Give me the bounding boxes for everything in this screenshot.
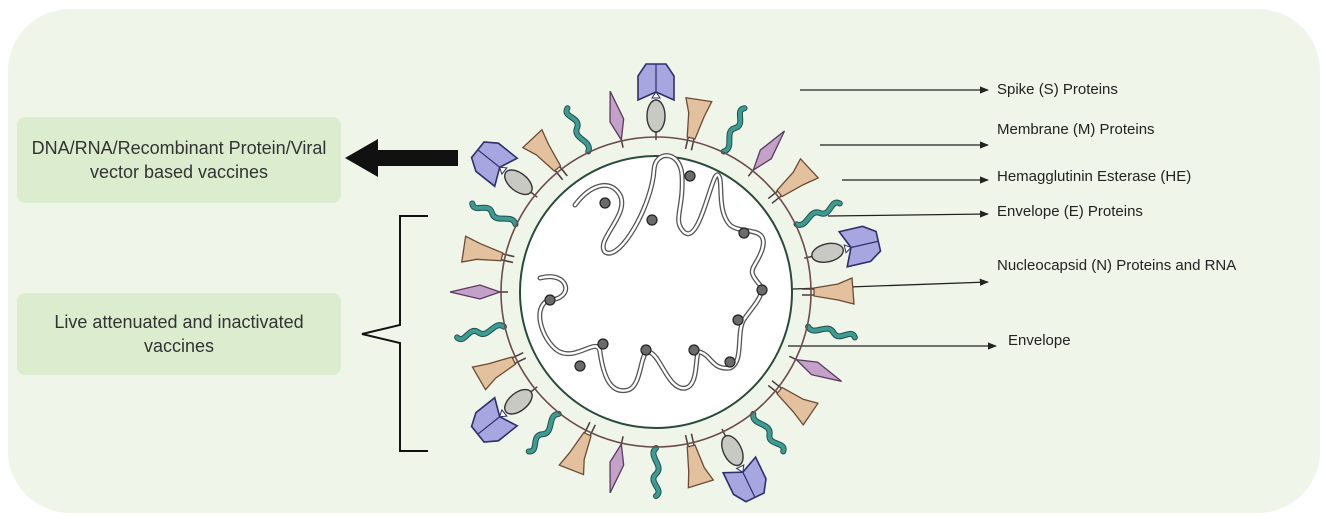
membrane-protein (802, 278, 854, 304)
label-spike-proteins: Spike (S) Proteins (997, 81, 1118, 98)
envelope-e-protein (795, 201, 841, 226)
membrane-protein (460, 236, 516, 273)
envelope-e-protein (808, 324, 856, 340)
arrow-to-vaccines (345, 139, 458, 177)
nucleocapsid-protein-bead (575, 361, 585, 371)
membrane-protein (763, 372, 820, 425)
spike-protein (800, 224, 882, 276)
nucleocapsid-protein-bead (641, 345, 651, 355)
envelope-e-protein (457, 324, 505, 340)
envelope-membrane (520, 156, 792, 428)
membrane-protein (675, 96, 712, 152)
label-membrane-proteins: Membrane (M) Proteins (997, 121, 1155, 138)
nucleocapsid-protein-bead (647, 215, 657, 225)
nucleocapsid-protein-bead (600, 198, 610, 208)
membrane-protein (522, 130, 575, 187)
label-leader-lines (766, 90, 996, 346)
label-hemagglutinin-esterase: Hemagglutinin Esterase (HE) (997, 168, 1191, 185)
envelope-e-protein (751, 412, 785, 453)
nucleocapsid-protein-bead (725, 357, 735, 367)
label-envelope-proteins: Envelope (E) Proteins (997, 203, 1143, 220)
spike-protein (638, 64, 674, 140)
nucleocapsid-protein-bead (598, 339, 608, 349)
envelope-e-protein (527, 412, 561, 453)
nucleocapsid-protein-bead (739, 228, 749, 238)
hemagglutinin-protein (450, 285, 508, 299)
envelope-e-protein (653, 448, 658, 496)
spike-protein (706, 421, 771, 505)
membrane-protein (472, 345, 530, 391)
envelope-e-protein (565, 107, 590, 153)
nucleocapsid-protein-bead (733, 315, 743, 325)
leader-line-envelope-protein (828, 214, 988, 216)
nucleocapsid-protein-bead (757, 285, 767, 295)
bracket (362, 216, 428, 451)
envelope-e-protein (471, 201, 517, 226)
hemagglutinin-protein (786, 350, 844, 388)
membrane-protein (761, 158, 818, 211)
leader-line-nucleocapsid (766, 282, 988, 290)
nucleocapsid-protein-bead (685, 171, 695, 181)
nucleocapsid-protein-bead (545, 295, 555, 305)
label-nucleocapsid: Nucleocapsid (N) Proteins and RNA (997, 257, 1236, 274)
envelope-e-protein (721, 107, 746, 153)
hemagglutinin-protein (743, 127, 790, 181)
label-envelope: Envelope (1008, 332, 1071, 349)
nucleocapsid-protein-bead (689, 345, 699, 355)
membrane-protein (677, 431, 714, 487)
membrane-protein (559, 418, 605, 476)
